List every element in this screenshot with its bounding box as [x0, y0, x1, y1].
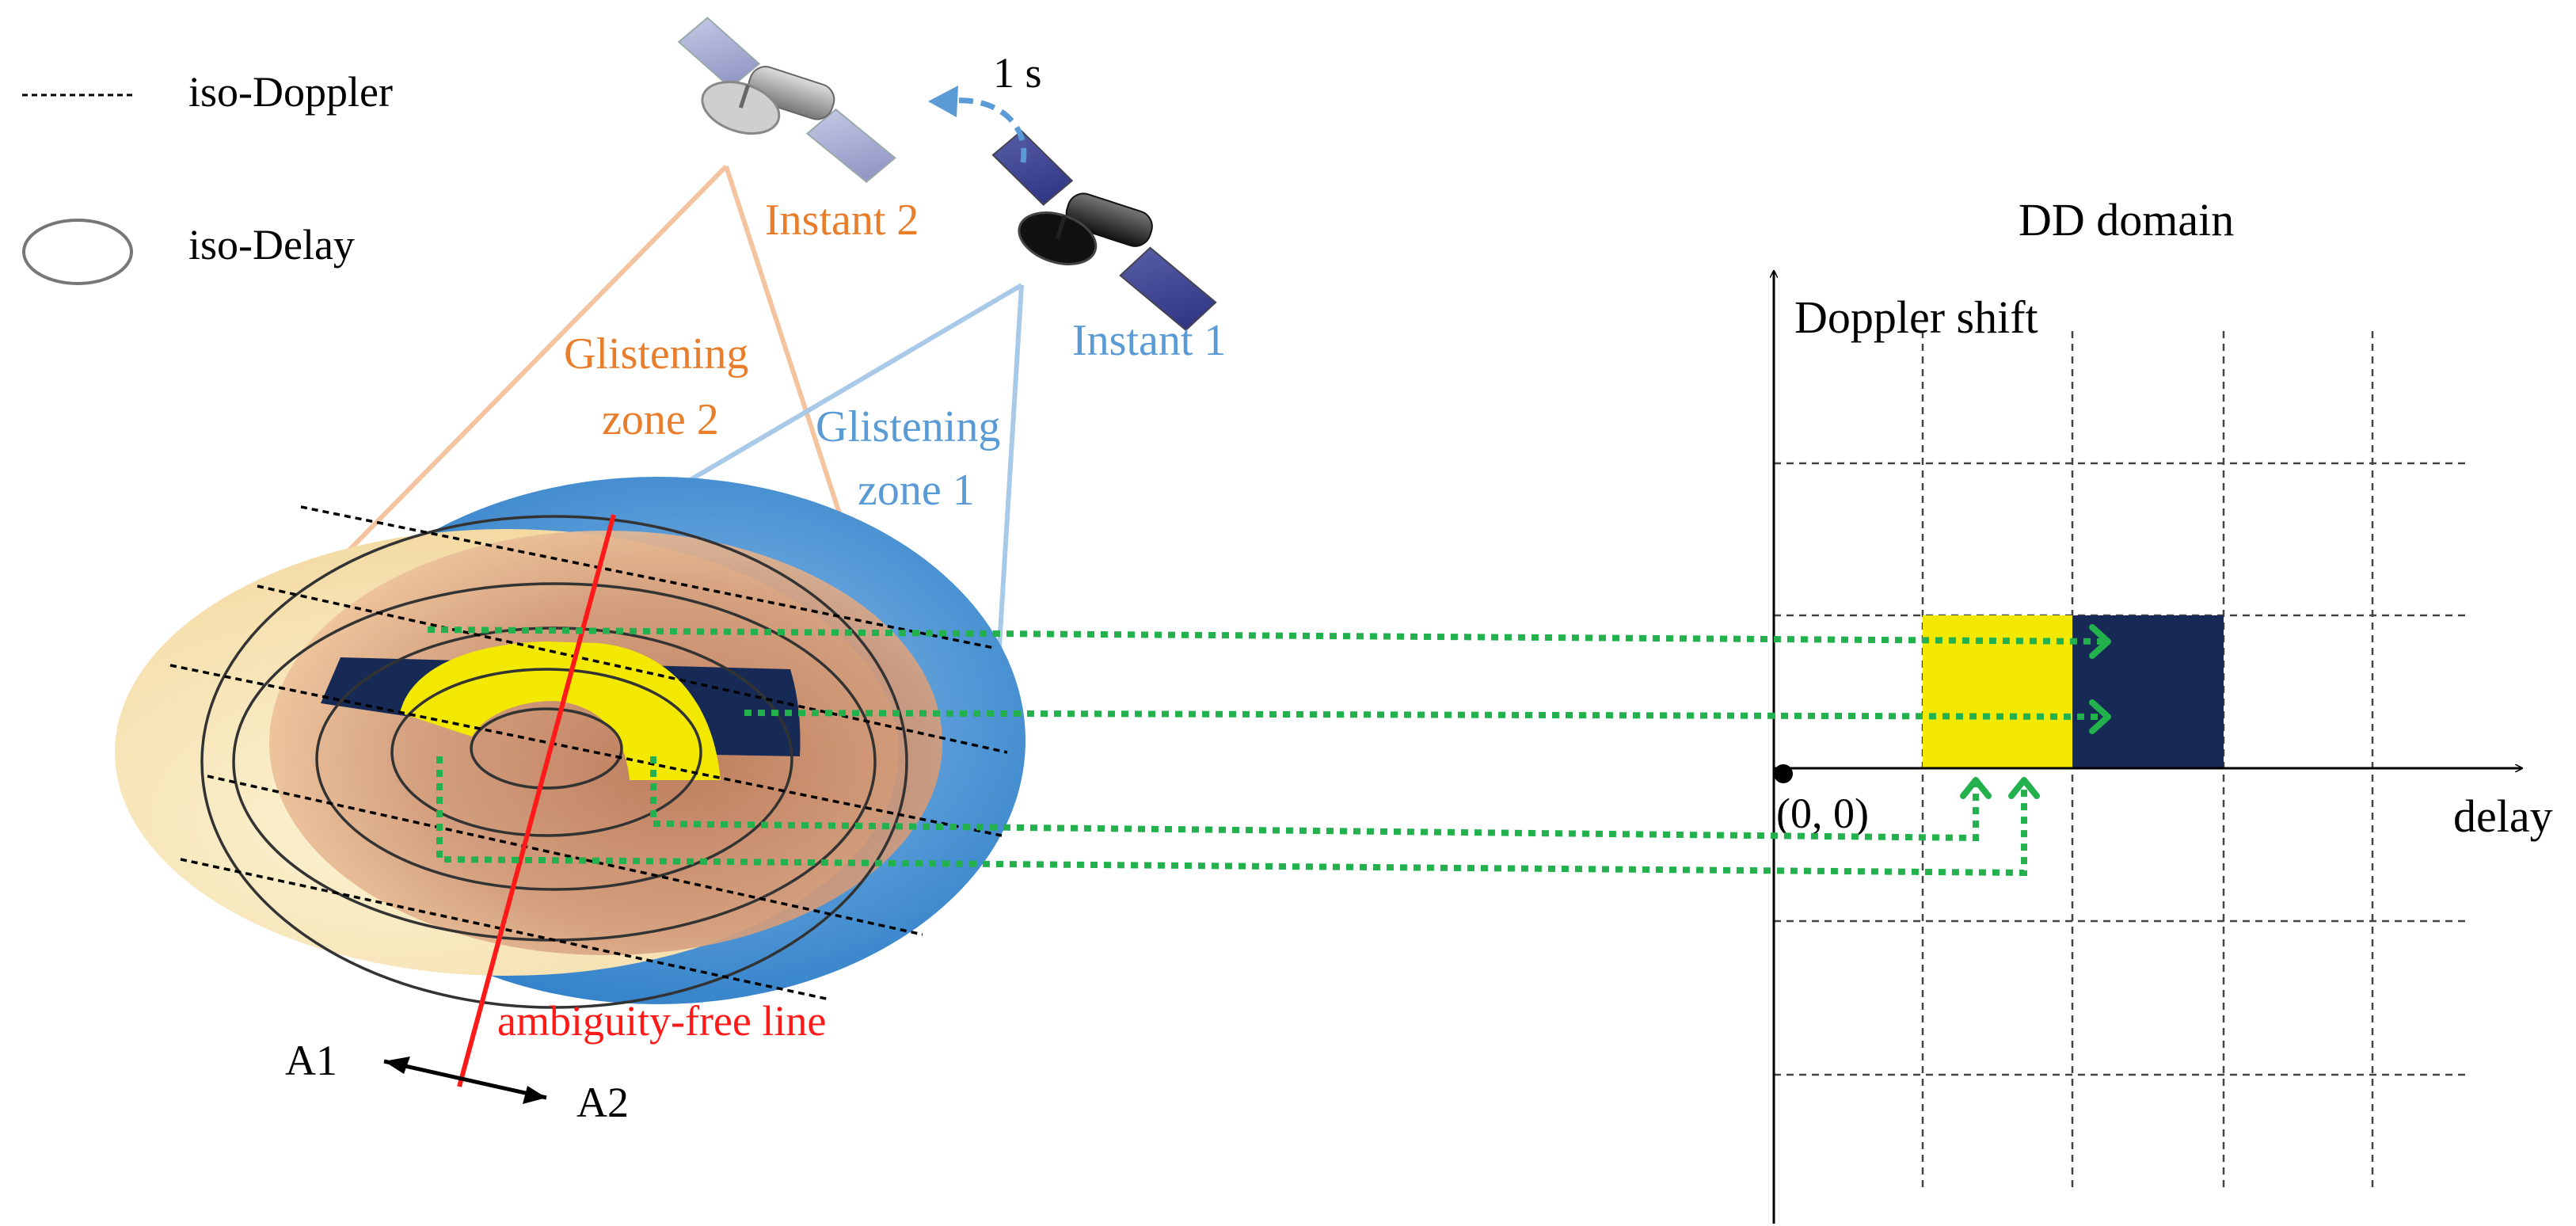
ground-surface — [115, 477, 1025, 1087]
dd-domain: DD domain Doppler shift delay (0, 0) — [1774, 194, 2553, 1224]
ambiguity-free-line — [457, 514, 616, 1087]
a1-label: A1 — [285, 1037, 337, 1084]
arrow-icon — [1960, 777, 1992, 799]
glistening-zone-1-label-line1: Glistening — [816, 402, 1000, 451]
iso-doppler-legend-label: iso-Doppler — [188, 68, 393, 116]
arrow-icon — [2089, 699, 2111, 734]
legend: iso-Doppler iso-Delay — [22, 68, 393, 285]
overlap-surface — [269, 531, 942, 955]
instant-1-label: Instant 1 — [1072, 316, 1226, 365]
satellite-instant-2-icon — [677, 17, 896, 184]
dd-domain-title: DD domain — [2019, 194, 2234, 246]
iso-doppler-contours — [169, 505, 1008, 1001]
time-step-label: 1 s — [993, 49, 1042, 97]
mapping-arrow-navy-2 — [744, 710, 2106, 720]
mapping-arrow-yellow-outer — [436, 756, 2027, 877]
satellite-instant-1-icon — [991, 130, 1217, 332]
instant-2-label: Instant 2 — [765, 196, 919, 245]
mapping-arrowheads — [1960, 624, 2111, 799]
arrow-icon — [2008, 777, 2040, 799]
a1-a2-indicator: A1 A2 — [285, 1037, 629, 1126]
arrow-icon — [2089, 624, 2111, 659]
glistening-zone-2-label-line1: Glistening — [564, 329, 748, 379]
origin-label: (0, 0) — [1776, 790, 1869, 837]
mapping-arrows — [427, 626, 2106, 877]
glistening-zone-2-label-line2: zone 2 — [602, 395, 719, 444]
ambiguity-free-label: ambiguity-free line — [497, 997, 826, 1045]
iso-delay-legend-ellipse — [22, 219, 133, 285]
origin-point — [1774, 764, 1793, 783]
dd-navy-cell — [2072, 615, 2224, 768]
mapping-arrow-yellow-inner — [650, 756, 1979, 842]
x-axis-label: delay — [2453, 790, 2553, 842]
a2-label: A2 — [576, 1079, 629, 1126]
iso-delay-legend-label: iso-Delay — [188, 221, 355, 268]
double-arrow-icon — [383, 1059, 547, 1100]
y-axis-label: Doppler shift — [1794, 291, 2038, 343]
time-step-arrow-icon — [946, 97, 1027, 163]
mapping-arrow-navy — [427, 626, 2106, 645]
glistening-zone-1-label-line2: zone 1 — [858, 466, 975, 515]
